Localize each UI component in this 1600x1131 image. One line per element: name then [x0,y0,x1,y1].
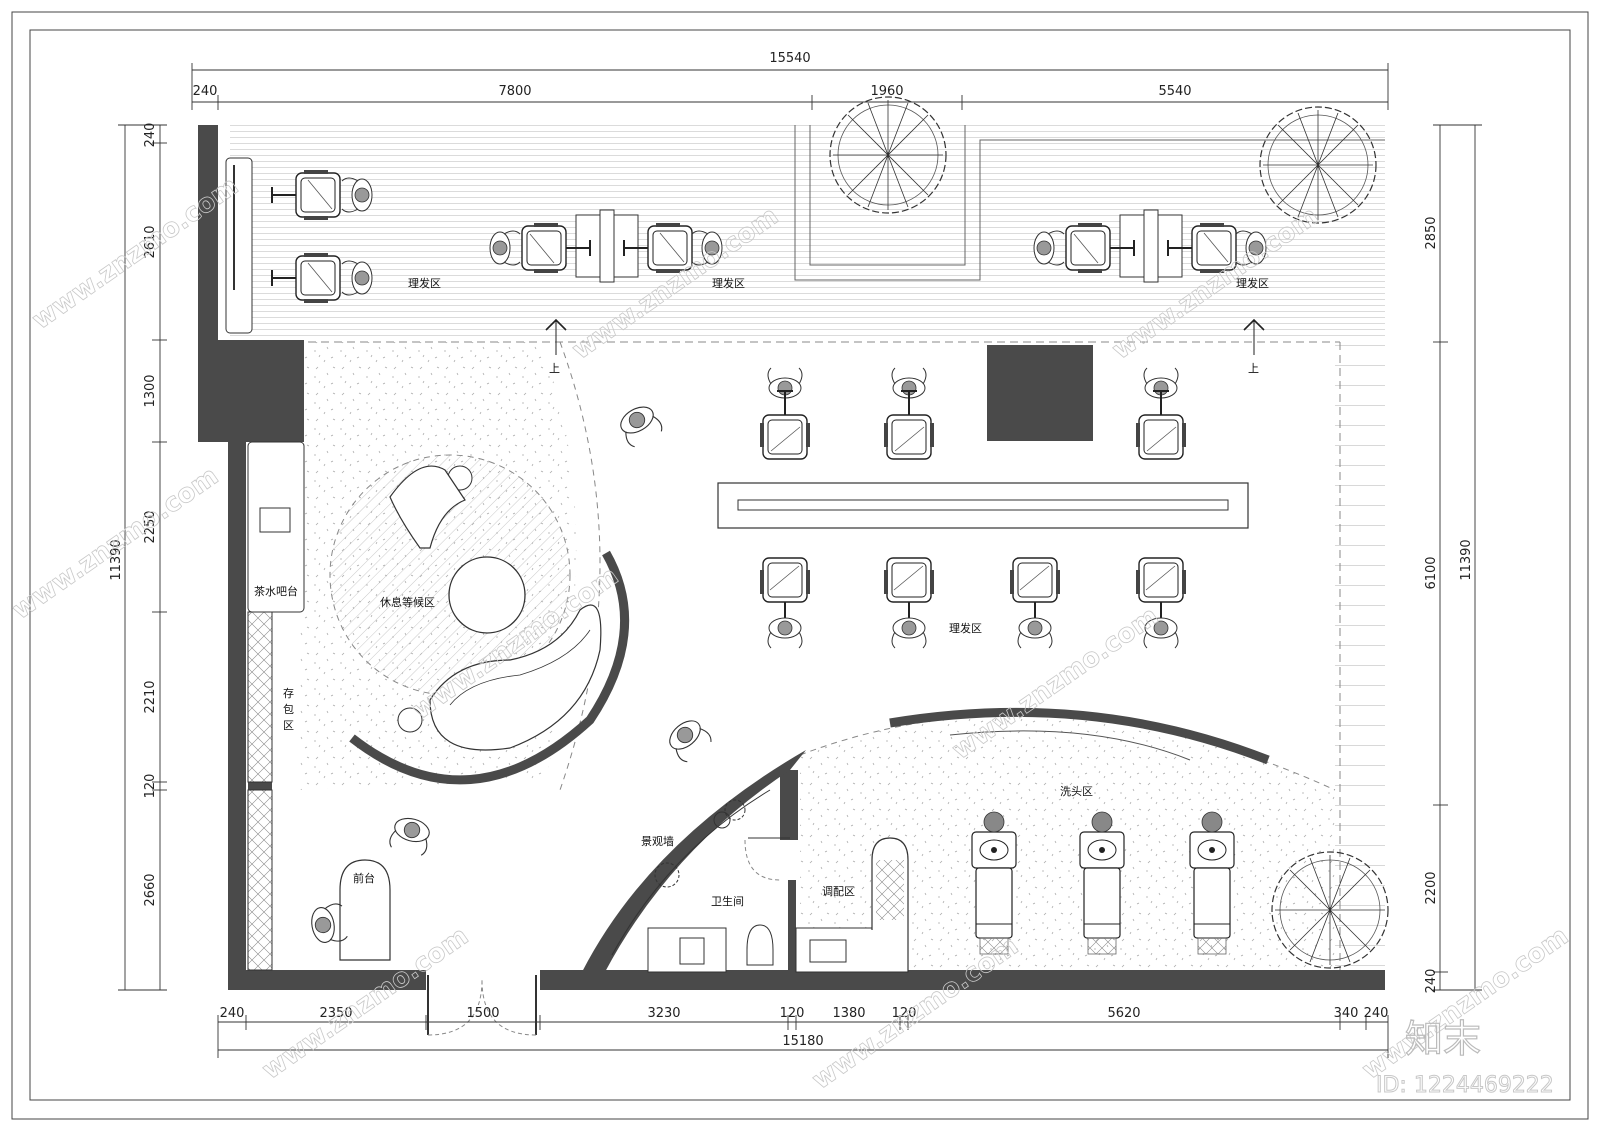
dim-bottom-3: 1500 [466,1006,499,1021]
dim-bottom-6: 1380 [832,1006,865,1021]
dim-bottom-10: 240 [1364,1006,1389,1021]
label-bag-storage-3: 区 [283,719,294,732]
dim-bottom-1: 240 [220,1006,245,1021]
toilet [746,924,774,966]
dim-bottom-7: 120 [892,1006,917,1021]
label-bag-storage-1: 存 [283,686,294,700]
dim-top-2: 7800 [498,84,531,99]
center-upper-stations [759,367,1187,460]
deck-right [1335,340,1385,980]
side-table-bottom [397,707,423,733]
entry-door-swing-left [427,979,483,1036]
walker-3 [387,813,434,857]
styling-counter [717,482,1249,529]
label-wash-area: 洗头区 [1060,785,1093,798]
curved-sofa [429,604,602,751]
planter-border-inner [809,125,966,266]
label-haircut-zone-1: 理发区 [408,276,441,290]
tea-bar-sink [259,507,291,533]
waiting-boundary [559,341,601,791]
mixing-sink [809,939,847,963]
sofa-back [449,629,591,706]
dim-bottom-total: 15180 [782,1034,823,1049]
round-table [448,556,526,634]
dim-bottom-8: 5620 [1107,1006,1140,1021]
plant-decor-1 [654,862,680,888]
dim-left-2: 2610 [143,225,158,258]
mirror-top-left [225,157,253,334]
top-middle-stations [489,209,723,283]
label-restroom: 卫生间 [711,894,744,908]
left-dims: 11390 240 2610 1300 2250 2210 120 2660 [109,123,158,907]
watermark-4: www.znzmo.com [7,461,224,626]
top-right-stations [1033,209,1267,283]
label-tea-bar: 茶水吧台 [254,584,298,598]
label-bag-storage-2: 包 [283,703,294,716]
dim-right-total: 11390 [1459,539,1474,580]
sheet-border [11,11,1589,1120]
label-haircut-zone-3: 理发区 [1236,276,1269,290]
dim-left-4: 2250 [143,510,158,543]
dim-right-3: 2200 [1424,871,1439,904]
dim-bottom-2: 2350 [319,1006,352,1021]
styling-counter-inner [737,499,1229,511]
reception-cabinet [247,789,273,971]
dim-bottom-4: 3230 [647,1006,680,1021]
wash-stations [971,811,1235,955]
dim-top-total: 15540 [769,51,810,66]
dim-right-4: 240 [1424,969,1439,994]
label-stairs-up-right: 上 [1248,362,1259,375]
dim-top-4: 5540 [1158,84,1191,99]
dim-left-3: 1300 [143,374,158,407]
tree-planter [829,96,947,214]
feature-wall [582,750,806,972]
restroom-door-swing [744,839,781,881]
label-waiting-area: 休息等候区 [380,595,435,609]
dim-left-total: 11390 [109,539,124,580]
label-haircut-zone-2: 理发区 [712,276,745,290]
wash-counter [949,730,1191,761]
dim-bottom-9: 340 [1334,1006,1359,1021]
dim-right-2: 6100 [1424,556,1439,589]
entry-door-swing-right [481,979,537,1036]
label-haircut-zone-4: 理发区 [949,621,982,635]
dim-top-3: 1960 [870,84,903,99]
tree-top-right [1259,106,1377,224]
reception-desk [339,859,391,961]
dimension-lines [118,63,1482,1058]
label-feature-wall: 景观墙 [641,834,674,848]
dim-right-1: 2850 [1424,216,1439,249]
plant-decor-2 [724,799,746,821]
image-id: ID: 1224469222 [1376,1073,1554,1098]
restroom-sink [679,937,705,965]
wash-partition [889,707,1270,765]
dim-bottom-5: 120 [780,1006,805,1021]
dim-left-6: 120 [143,774,158,799]
waiting-partition [349,550,630,785]
walker-1 [614,400,665,449]
brand-logo: 知末 [1405,1017,1481,1061]
feature-wall-inner [611,789,771,956]
planter-border-outer [794,125,1385,281]
dim-top-1: 240 [193,84,218,99]
dim-left-7: 2660 [143,873,158,906]
label-reception: 前台 [353,871,375,885]
label-mixing-area: 调配区 [822,885,855,898]
right-dims: 11390 2850 6100 2200 240 [1424,216,1474,993]
walls [198,125,1385,990]
plant-decor-3 [713,811,731,829]
bag-storage-cabinet [247,611,273,783]
label-stairs-up-left: 上 [549,362,560,375]
watermark-9: www.znzmo.com [1357,921,1574,1086]
walker-2 [663,714,715,765]
tea-bar-counter [247,441,305,613]
lounge-chair [389,465,466,549]
mixing-cabinet-grid [876,860,904,920]
dim-left-5: 2210 [143,680,158,713]
drawing-frame [29,29,1571,1101]
dim-left-1: 240 [143,123,158,148]
restroom-vanity [647,927,727,973]
